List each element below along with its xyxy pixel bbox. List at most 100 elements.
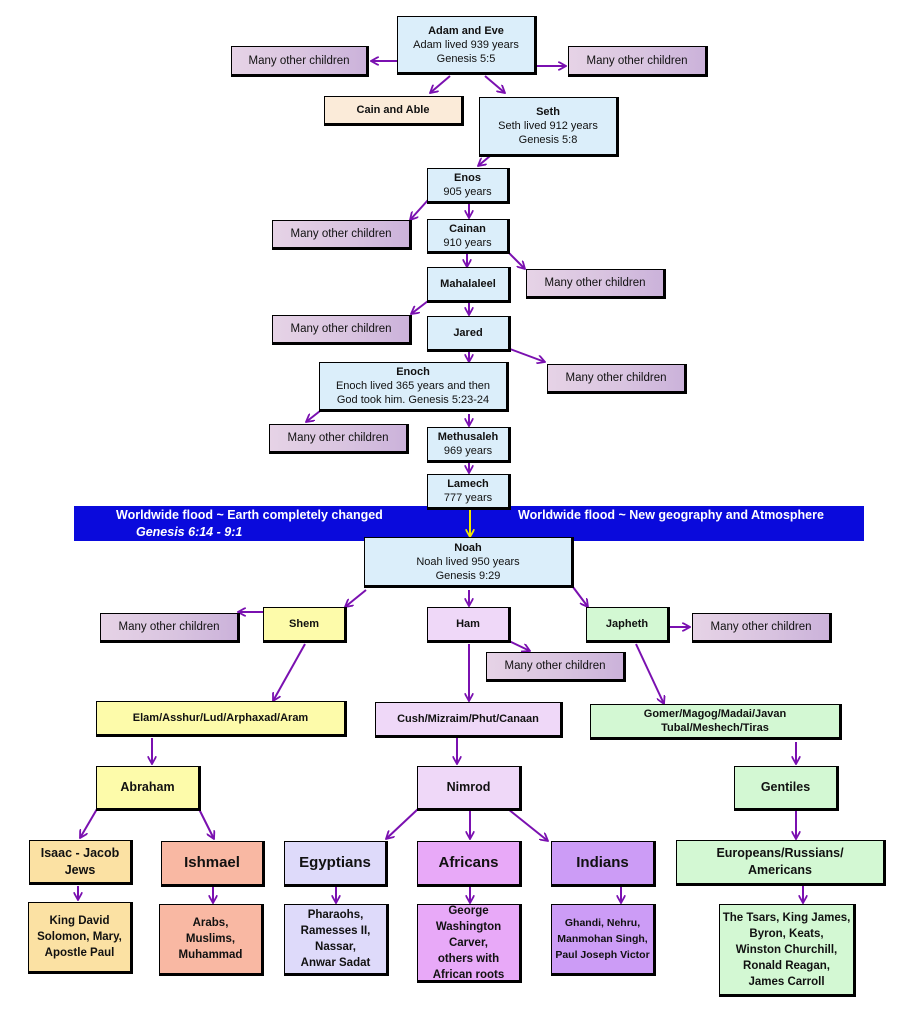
node-text-line: Washington — [435, 920, 502, 933]
node-title: Enos — [454, 172, 481, 184]
node-jared: Jared — [427, 316, 511, 352]
node-text-line: Winston Churchill, — [735, 943, 838, 956]
node-ishmael: Ishmael — [161, 841, 265, 887]
node-cain-and-able: Cain and Able — [324, 96, 464, 126]
arrow-abraham-to-ishmael — [198, 808, 214, 839]
node-title: Elam/Asshur/Lud/Arphaxad/Aram — [132, 712, 309, 724]
node-title: Cush/Mizraim/Phut/Canaan — [397, 713, 539, 725]
node-title: Many other children — [290, 323, 392, 335]
node-scripture: Genesis 5:8 — [518, 134, 578, 146]
node-adam-and-eve: Adam and Eve Adam lived 939 years Genesi… — [397, 16, 537, 75]
node-title-line1: Isaac - Jacob — [40, 845, 120, 860]
flood-banner: Worldwide flood ~ Earth completely chang… — [74, 506, 864, 541]
node-japheth: Japheth — [586, 607, 670, 643]
node-text-line: Arabs, — [192, 917, 229, 929]
node-european-notables: The Tsars, King James, Byron, Keats, Win… — [719, 904, 856, 997]
arrow-japheth-to-sons — [635, 643, 664, 704]
node-gentiles: Gentiles — [734, 766, 839, 811]
arrow-mahalaleel-to-many — [411, 300, 429, 314]
node-title-line1: Gomer/Magog/Madai/Javan — [643, 708, 787, 720]
node-methusaleh: Methusaleh 969 years — [427, 427, 511, 463]
node-mahalaleel: Mahalaleel — [427, 267, 511, 303]
node-text-line: Solomon, Mary, — [37, 931, 122, 943]
arrow-noah-to-japheth — [572, 586, 588, 607]
node-text-line: The Tsars, King James, — [722, 911, 851, 924]
arrow-ham-to-many — [508, 640, 530, 651]
node-text-line: African roots — [432, 968, 505, 981]
node-seth: Seth Seth lived 912 years Genesis 5:8 — [479, 97, 619, 157]
node-title: Adam and Eve — [428, 24, 504, 37]
node-shem: Shem — [263, 607, 347, 643]
node-african-notables: George Washington Carver, others with Af… — [417, 904, 522, 983]
node-lifespan: 777 years — [443, 492, 493, 504]
node-ham-descendants: Cush/Mizraim/Phut/Canaan — [375, 702, 563, 738]
arrow-cainan-to-many — [508, 252, 525, 269]
node-title: Egyptians — [299, 854, 371, 871]
node-shem-descendants: Elam/Asshur/Lud/Arphaxad/Aram — [96, 701, 347, 737]
node-title: Many other children — [287, 432, 389, 444]
arrow-adam-to-cain — [430, 75, 451, 93]
arrow-nimrod-to-indians — [507, 808, 548, 841]
node-title: Cain and Able — [356, 104, 430, 116]
node-title: Many other children — [565, 372, 667, 384]
arrow-adam-to-seth — [484, 75, 505, 93]
node-enoch: Enoch Enoch lived 365 years and then God… — [319, 362, 509, 412]
node-title: Indians — [576, 854, 629, 871]
node-many-other-children: Many other children — [231, 46, 369, 77]
node-title: Many other children — [586, 54, 688, 67]
node-text-line: Ronald Reagan, — [743, 959, 830, 972]
node-title: Many other children — [118, 621, 220, 633]
node-title: Seth — [536, 106, 560, 118]
node-many-other-children: Many other children — [269, 424, 409, 454]
arrow-jared-to-many — [509, 348, 545, 362]
node-title: Nimrod — [446, 780, 491, 794]
node-text-line: Muhammad — [178, 949, 243, 961]
flood-banner-right-title: Worldwide flood ~ New geography and Atmo… — [518, 508, 824, 522]
node-many-other-children: Many other children — [692, 613, 832, 643]
arrow-nimrod-to-egyptians — [386, 808, 419, 839]
node-arab-notables: Arabs, Muslims, Muhammad — [159, 904, 264, 976]
node-text-line: Ghandi, Nehru, — [564, 917, 641, 929]
node-lifespan: Noah lived 950 years — [416, 555, 520, 568]
node-text-line: Anwar Sadat — [300, 957, 371, 969]
node-text-line: James Carroll — [748, 975, 825, 988]
node-lifespan: Enoch lived 365 years and then — [335, 380, 491, 392]
node-text-line: others with — [437, 952, 500, 965]
node-many-other-children: Many other children — [568, 46, 708, 77]
node-title-line2: Tubal/Meshech/Tiras — [661, 722, 769, 734]
node-text-line: Carver, — [448, 936, 488, 949]
node-africans: Africans — [417, 841, 522, 887]
node-text-line: Apostle Paul — [44, 947, 115, 959]
node-title-line1: Europeans/Russians/ — [716, 846, 844, 860]
node-isaac-jacob-jews: Isaac - Jacob Jews — [29, 840, 133, 885]
node-abraham: Abraham — [96, 766, 201, 811]
arrow-enoch-to-many — [306, 410, 321, 422]
node-title: Ishmael — [184, 854, 240, 871]
node-text-line: Muslims, — [185, 933, 236, 945]
node-title: Jared — [453, 327, 483, 339]
node-text-line: Pharaohs, — [307, 909, 364, 921]
node-noah: Noah Noah lived 950 years Genesis 9:29 — [364, 537, 574, 588]
node-scripture: God took him. Genesis 5:23-24 — [336, 394, 490, 406]
node-title: Many other children — [504, 660, 606, 672]
node-title: Africans — [438, 854, 499, 871]
node-japheth-descendants: Gomer/Magog/Madai/Javan Tubal/Meshech/Ti… — [590, 704, 842, 740]
node-many-other-children: Many other children — [272, 220, 412, 250]
node-text-line: Manmohan Singh, — [557, 933, 648, 945]
node-title: Ham — [456, 618, 480, 630]
node-enos: Enos 905 years — [427, 168, 510, 204]
node-europeans-russians-americans: Europeans/Russians/ Americans — [676, 840, 886, 886]
node-lifespan: Seth lived 912 years — [498, 120, 598, 132]
node-egyptians: Egyptians — [284, 841, 388, 887]
node-title: Many other children — [290, 228, 392, 240]
node-title: Lamech — [447, 478, 489, 490]
node-title-line2: Americans — [748, 863, 812, 877]
node-cainan: Cainan 910 years — [427, 219, 510, 254]
node-lifespan: 905 years — [443, 186, 492, 198]
arrow-abraham-to-isaac — [80, 808, 98, 838]
node-title: Many other children — [544, 277, 646, 289]
node-title: Mahalaleel — [440, 278, 496, 290]
arrow-seth-to-enos — [478, 155, 491, 166]
node-ham: Ham — [427, 607, 511, 643]
node-title-line2: Jews — [64, 862, 96, 877]
